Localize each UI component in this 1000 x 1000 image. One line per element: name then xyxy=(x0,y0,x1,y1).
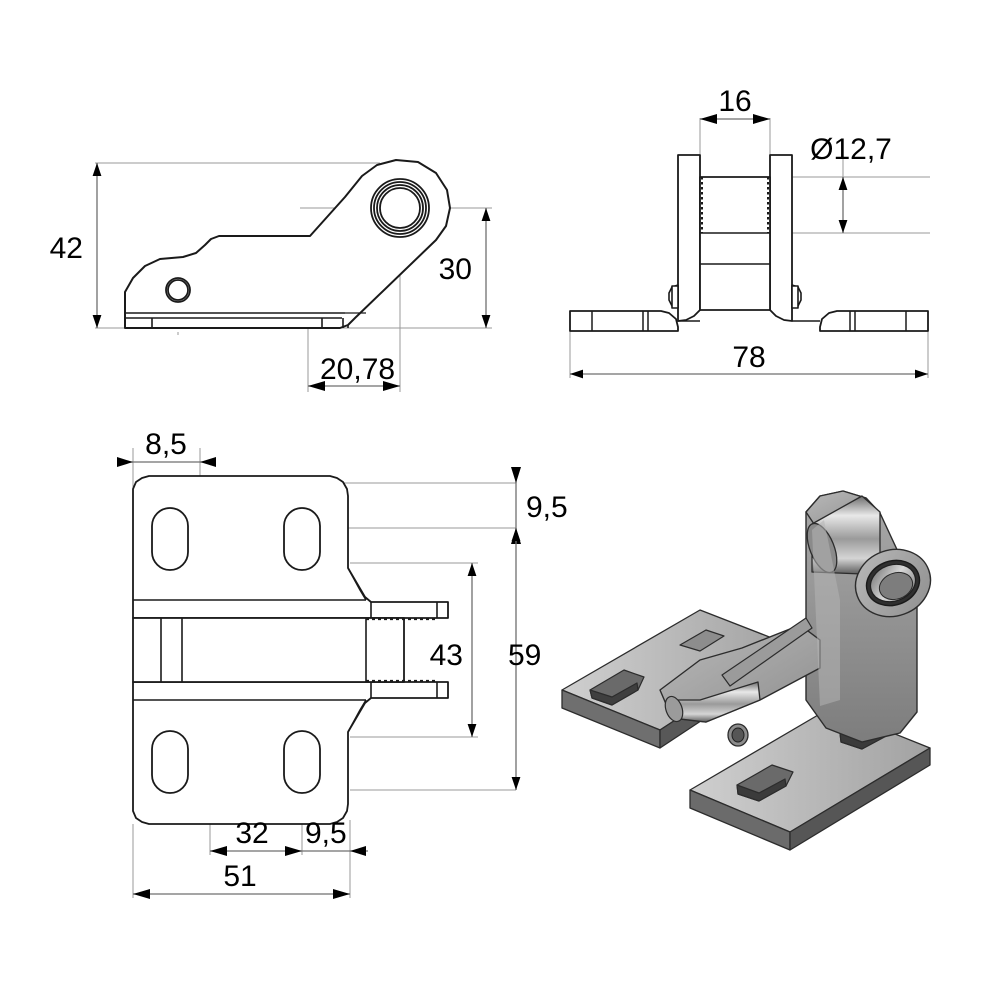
front-view-hidden-bore xyxy=(701,177,769,233)
dimension-9-5-top: 9,5 xyxy=(511,467,568,544)
plan-view: 8,5 9,5 43 59 32 9,5 xyxy=(117,428,568,899)
front-view-right-arm xyxy=(769,154,793,322)
isometric-render xyxy=(561,490,932,851)
dimension-42-label: 42 xyxy=(50,232,83,265)
dimension-43-label: 43 xyxy=(430,639,463,672)
front-view-centre-body xyxy=(699,176,771,311)
front-view-right-foot xyxy=(819,310,929,332)
slot-hole xyxy=(283,730,321,794)
dimension-51: 51 xyxy=(133,860,350,899)
dimension-30-label: 30 xyxy=(439,253,472,286)
front-view-left-foot xyxy=(569,310,679,332)
dimension-78-label: 78 xyxy=(732,341,765,374)
plan-view-upper-flange-lines xyxy=(133,599,438,618)
iso-side-boss xyxy=(727,723,749,747)
dimension-16: 16 xyxy=(700,85,770,124)
iso-knuckle-pin-end xyxy=(664,695,684,723)
dimension-51-label: 51 xyxy=(223,860,256,893)
dimension-20-78-label: 20,78 xyxy=(320,353,395,386)
plan-view-centre-body xyxy=(132,617,405,683)
plan-view-chamfer-leaders xyxy=(347,567,367,733)
slot-hole xyxy=(151,730,189,794)
dimension-59-label: 59 xyxy=(508,639,541,672)
iso-web-rib xyxy=(721,617,813,687)
side-view-outline xyxy=(124,159,451,329)
dimension-78: 78 xyxy=(570,341,928,379)
iso-upright-highlight xyxy=(812,520,840,706)
dimension-42: 42 xyxy=(50,163,102,328)
side-view: 42 30 20,78 xyxy=(50,159,492,392)
dimension-9-5-bottom: 9,5 xyxy=(302,817,368,856)
dimension-9-5-bottom-label: 9,5 xyxy=(305,817,347,850)
iso-rear-flange-slots xyxy=(589,629,725,706)
side-view-small-hole xyxy=(165,277,191,303)
side-view-pivot-hole xyxy=(370,178,430,238)
dimension-43: 43 xyxy=(430,563,477,737)
plan-view-centre-body-lines xyxy=(160,618,367,682)
front-view-side-bosses xyxy=(668,284,802,309)
dimension-20-78: 20,78 xyxy=(308,353,400,391)
front-view-centre-lines xyxy=(700,232,770,265)
dimension-59: 59 xyxy=(508,528,541,790)
plan-view-lower-slots xyxy=(151,730,321,794)
dimension-diameter-12-7: Ø12,7 xyxy=(810,133,892,233)
dimension-30: 30 xyxy=(439,208,491,328)
front-view-left-arm xyxy=(677,154,701,322)
dimension-8-5-label: 8,5 xyxy=(145,428,187,461)
dimension-16-label: 16 xyxy=(718,85,751,118)
front-view-extension-lines xyxy=(569,118,930,378)
plan-view-lower-flange-lines xyxy=(133,682,438,701)
dimension-32-label: 32 xyxy=(235,817,268,850)
front-view: 16 Ø12,7 78 xyxy=(569,85,930,379)
dimension-diameter-12-7-label: Ø12,7 xyxy=(810,133,892,166)
front-view-foot-edges xyxy=(591,311,907,331)
plan-view-upper-slots xyxy=(151,507,321,571)
iso-pivot-boss xyxy=(854,548,932,618)
slot-hole xyxy=(151,507,189,571)
iso-base-plate-side xyxy=(789,747,931,851)
slot-hole xyxy=(283,507,321,571)
dimension-32: 32 xyxy=(210,817,302,856)
dimension-8-5: 8,5 xyxy=(117,428,216,467)
side-view-base-plate xyxy=(125,312,349,329)
dimension-9-5-top-label: 9,5 xyxy=(526,491,568,524)
